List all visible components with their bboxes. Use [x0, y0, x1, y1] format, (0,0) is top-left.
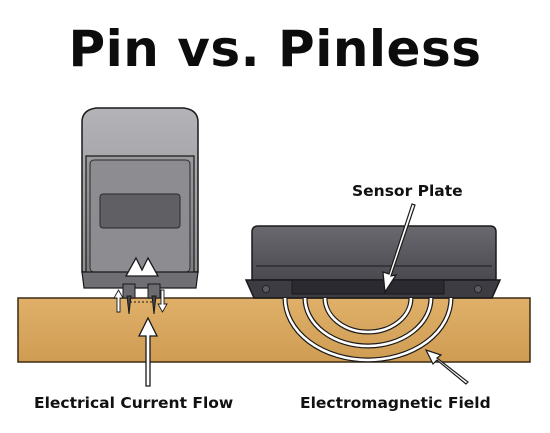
current-flow-callout-arrow	[137, 316, 159, 387]
display-screen	[99, 193, 181, 229]
current-arrows	[113, 289, 168, 313]
page-title: Pin vs. Pinless	[68, 20, 482, 78]
pin-meter	[81, 107, 199, 299]
electromagnetic-field-label: Electromagnetic Field	[300, 394, 491, 412]
sensor-plate-label: Sensor Plate	[352, 182, 463, 200]
field-callout-arrow	[424, 348, 469, 385]
electrical-current-flow-label: Electrical Current Flow	[34, 394, 234, 412]
sensor-plate	[291, 279, 445, 295]
pinless-meter	[244, 225, 502, 299]
sensor-plate-callout-arrow	[382, 203, 416, 294]
wood-board	[17, 297, 531, 363]
meter-pins	[126, 295, 157, 315]
